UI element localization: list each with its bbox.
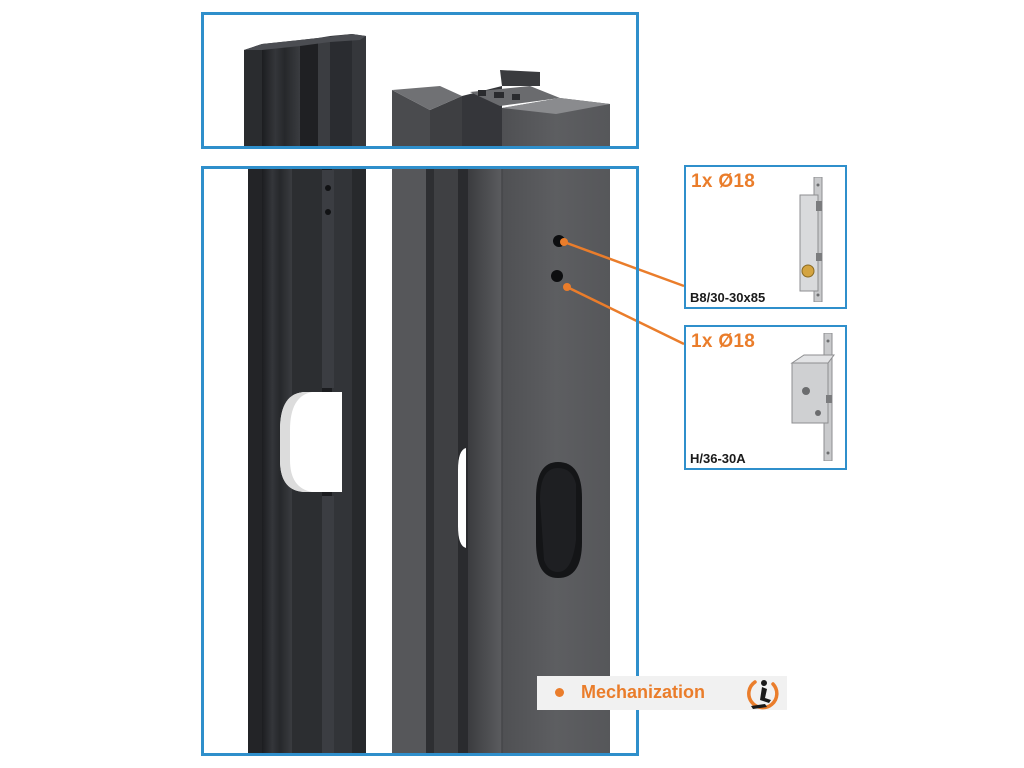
dark-profile-slot (280, 392, 342, 492)
mortise-lock-h36-icon (790, 333, 835, 461)
badge-label: Mechanization (581, 682, 706, 702)
mechanization-icon (747, 680, 779, 710)
top-dark-profile (244, 34, 366, 148)
lock-code-2: H/36-30A (690, 451, 746, 466)
top-grey-profile (392, 70, 610, 148)
mechanization-badge: Mechanization (537, 676, 787, 710)
top-view-frame (201, 12, 639, 149)
lock-detail-2: 1x Ø18 H/36-30A (684, 325, 847, 470)
main-view-frame (201, 166, 639, 756)
lock-detail-1: 1x Ø18 B8/30-30x85 (684, 165, 847, 309)
mortise-lock-b8-icon (799, 177, 823, 302)
drill-hole-2 (551, 270, 563, 282)
main-dark-profile (248, 169, 366, 754)
lock-code-1: B8/30-30x85 (690, 290, 766, 305)
bullet-dot (555, 688, 564, 697)
main-grey-profile (392, 169, 610, 754)
grey-side-slot (458, 448, 466, 548)
hole-spec-2: 1x Ø18 (691, 331, 756, 352)
leader-lines (560, 238, 685, 346)
hole-spec-1: 1x Ø18 (691, 171, 756, 192)
